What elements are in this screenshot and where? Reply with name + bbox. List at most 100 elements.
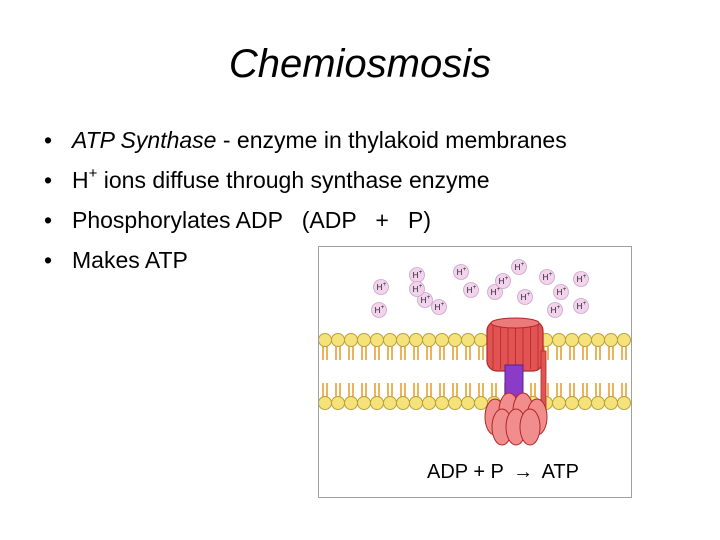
ion-label: H — [435, 303, 441, 312]
ion-charge: + — [441, 302, 445, 308]
ion-label: H — [577, 302, 583, 311]
ion-circle — [487, 284, 503, 300]
ion-charge: + — [583, 274, 587, 280]
lipid-head — [331, 396, 345, 410]
ion-charge: + — [505, 276, 509, 282]
bullet-h-ions: • H+ ions diffuse through synthase enzym… — [44, 160, 567, 200]
lipid-head — [435, 396, 449, 410]
ion-charge: + — [549, 272, 553, 278]
hydrogen-ion: H+ — [547, 302, 563, 318]
lipid-head — [383, 396, 397, 410]
ion-charge: + — [381, 305, 385, 311]
ion-circle — [409, 281, 425, 297]
bullet-text: - enzyme in thylakoid membranes — [216, 127, 567, 153]
lipid-head — [578, 333, 592, 347]
lipid-head — [552, 333, 566, 347]
lipid-head — [591, 396, 605, 410]
ion-charge: + — [527, 292, 531, 298]
ion-circle — [553, 284, 569, 300]
reaction-label: ADP + P → ATP — [427, 461, 579, 484]
bullet-text: ions diffuse through synthase enzyme — [97, 167, 490, 193]
lipid-head — [383, 333, 397, 347]
lipid-head — [552, 396, 566, 410]
hydrogen-ion: H+ — [573, 298, 589, 314]
ion-charge: + — [521, 262, 525, 268]
ion-label: H — [551, 306, 557, 315]
ion-charge: + — [583, 301, 587, 307]
hydrogen-ion: H+ — [511, 259, 527, 275]
lipid-head — [357, 333, 371, 347]
ion-circle — [573, 271, 589, 287]
reaction-product: ATP — [541, 461, 579, 483]
ion-label: H — [577, 275, 583, 284]
hydrogen-ion: H+ — [431, 299, 447, 315]
ion-circle — [539, 269, 555, 285]
reaction-arrow: → — [513, 461, 534, 483]
ion-circle — [431, 299, 447, 315]
ion-charge: + — [563, 287, 567, 293]
hydrogen-ion: H+ — [409, 281, 425, 297]
bullet-makes-atp: • Makes ATP — [44, 240, 567, 280]
lipid-head — [474, 333, 488, 347]
ion-label: H — [377, 283, 383, 292]
hydrogen-ion: H+ — [573, 271, 589, 287]
lipid-head — [604, 333, 618, 347]
lipid-head — [474, 396, 488, 410]
lipid-head — [344, 333, 358, 347]
ion-charge: + — [463, 267, 467, 273]
ion-label: H — [457, 268, 463, 277]
ion-circle — [573, 298, 589, 314]
lipid-head — [396, 396, 410, 410]
bullet-text: Makes ATP — [72, 247, 188, 273]
bullet-text: Phosphorylates ADP (ADP + P) — [72, 207, 432, 233]
hydrogen-ion: H+ — [553, 284, 569, 300]
hydrogen-ion: H+ — [495, 273, 511, 289]
bullet-term: ATP Synthase — [72, 127, 217, 153]
ion-charge: + — [419, 270, 423, 276]
hydrogen-ion: H+ — [539, 269, 555, 285]
ion-label: H — [557, 288, 563, 297]
ion-circle — [463, 282, 479, 298]
bullet-atp-synthase: • ATP Synthase - enzyme in thylakoid mem… — [44, 120, 567, 160]
hydrogen-ion: H+ — [417, 292, 433, 308]
ion-label: H — [543, 273, 549, 282]
ion-label: H — [491, 288, 497, 297]
lipid-head — [409, 333, 423, 347]
ion-charge: + — [497, 287, 501, 293]
bullet-list: • ATP Synthase - enzyme in thylakoid mem… — [44, 120, 567, 280]
hydrogen-ion: H+ — [517, 289, 533, 305]
ion-circle — [373, 279, 389, 295]
lipid-head — [604, 396, 618, 410]
ion-label: H — [421, 296, 427, 305]
atp-synthase-enzyme — [484, 317, 548, 446]
bullet-marker: • — [44, 207, 53, 233]
hydrogen-ions: H+H+H+H+H+H+H+H+H+H+H+H+H+H+H+H+H+ — [371, 259, 589, 318]
membrane-illustration: H+H+H+H+H+H+H+H+H+H+H+H+H+H+H+H+H+ — [319, 259, 631, 446]
lipid-head — [319, 333, 332, 347]
f1-head-lobe — [519, 408, 541, 446]
ion-circle — [371, 302, 387, 318]
lipid-head — [396, 333, 410, 347]
lipid-head — [461, 333, 475, 347]
lipid-head — [448, 333, 462, 347]
hydrogen-ion: H+ — [463, 282, 479, 298]
lipid-head — [422, 333, 436, 347]
thylakoid-membrane — [319, 333, 631, 410]
lipid-head — [331, 333, 345, 347]
lipid-head — [461, 396, 475, 410]
ion-label: H — [413, 271, 419, 280]
hydrogen-ion: H+ — [453, 264, 469, 280]
lipid-head — [591, 333, 605, 347]
ion-circle — [495, 273, 511, 289]
lipid-head — [370, 396, 384, 410]
hydrogen-ion: H+ — [409, 267, 425, 283]
ion-label: H — [499, 277, 505, 286]
ion-label: H — [375, 306, 381, 315]
lipid-head — [565, 396, 579, 410]
ion-charge: + — [557, 305, 561, 311]
slide-title: Chemiosmosis — [228, 42, 492, 86]
ion-charge: + — [419, 284, 423, 290]
atp-synthase-diagram: H+H+H+H+H+H+H+H+H+H+H+H+H+H+H+H+H+ ADP +… — [318, 246, 632, 498]
ion-charge: + — [383, 282, 387, 288]
lipid-head — [565, 333, 579, 347]
